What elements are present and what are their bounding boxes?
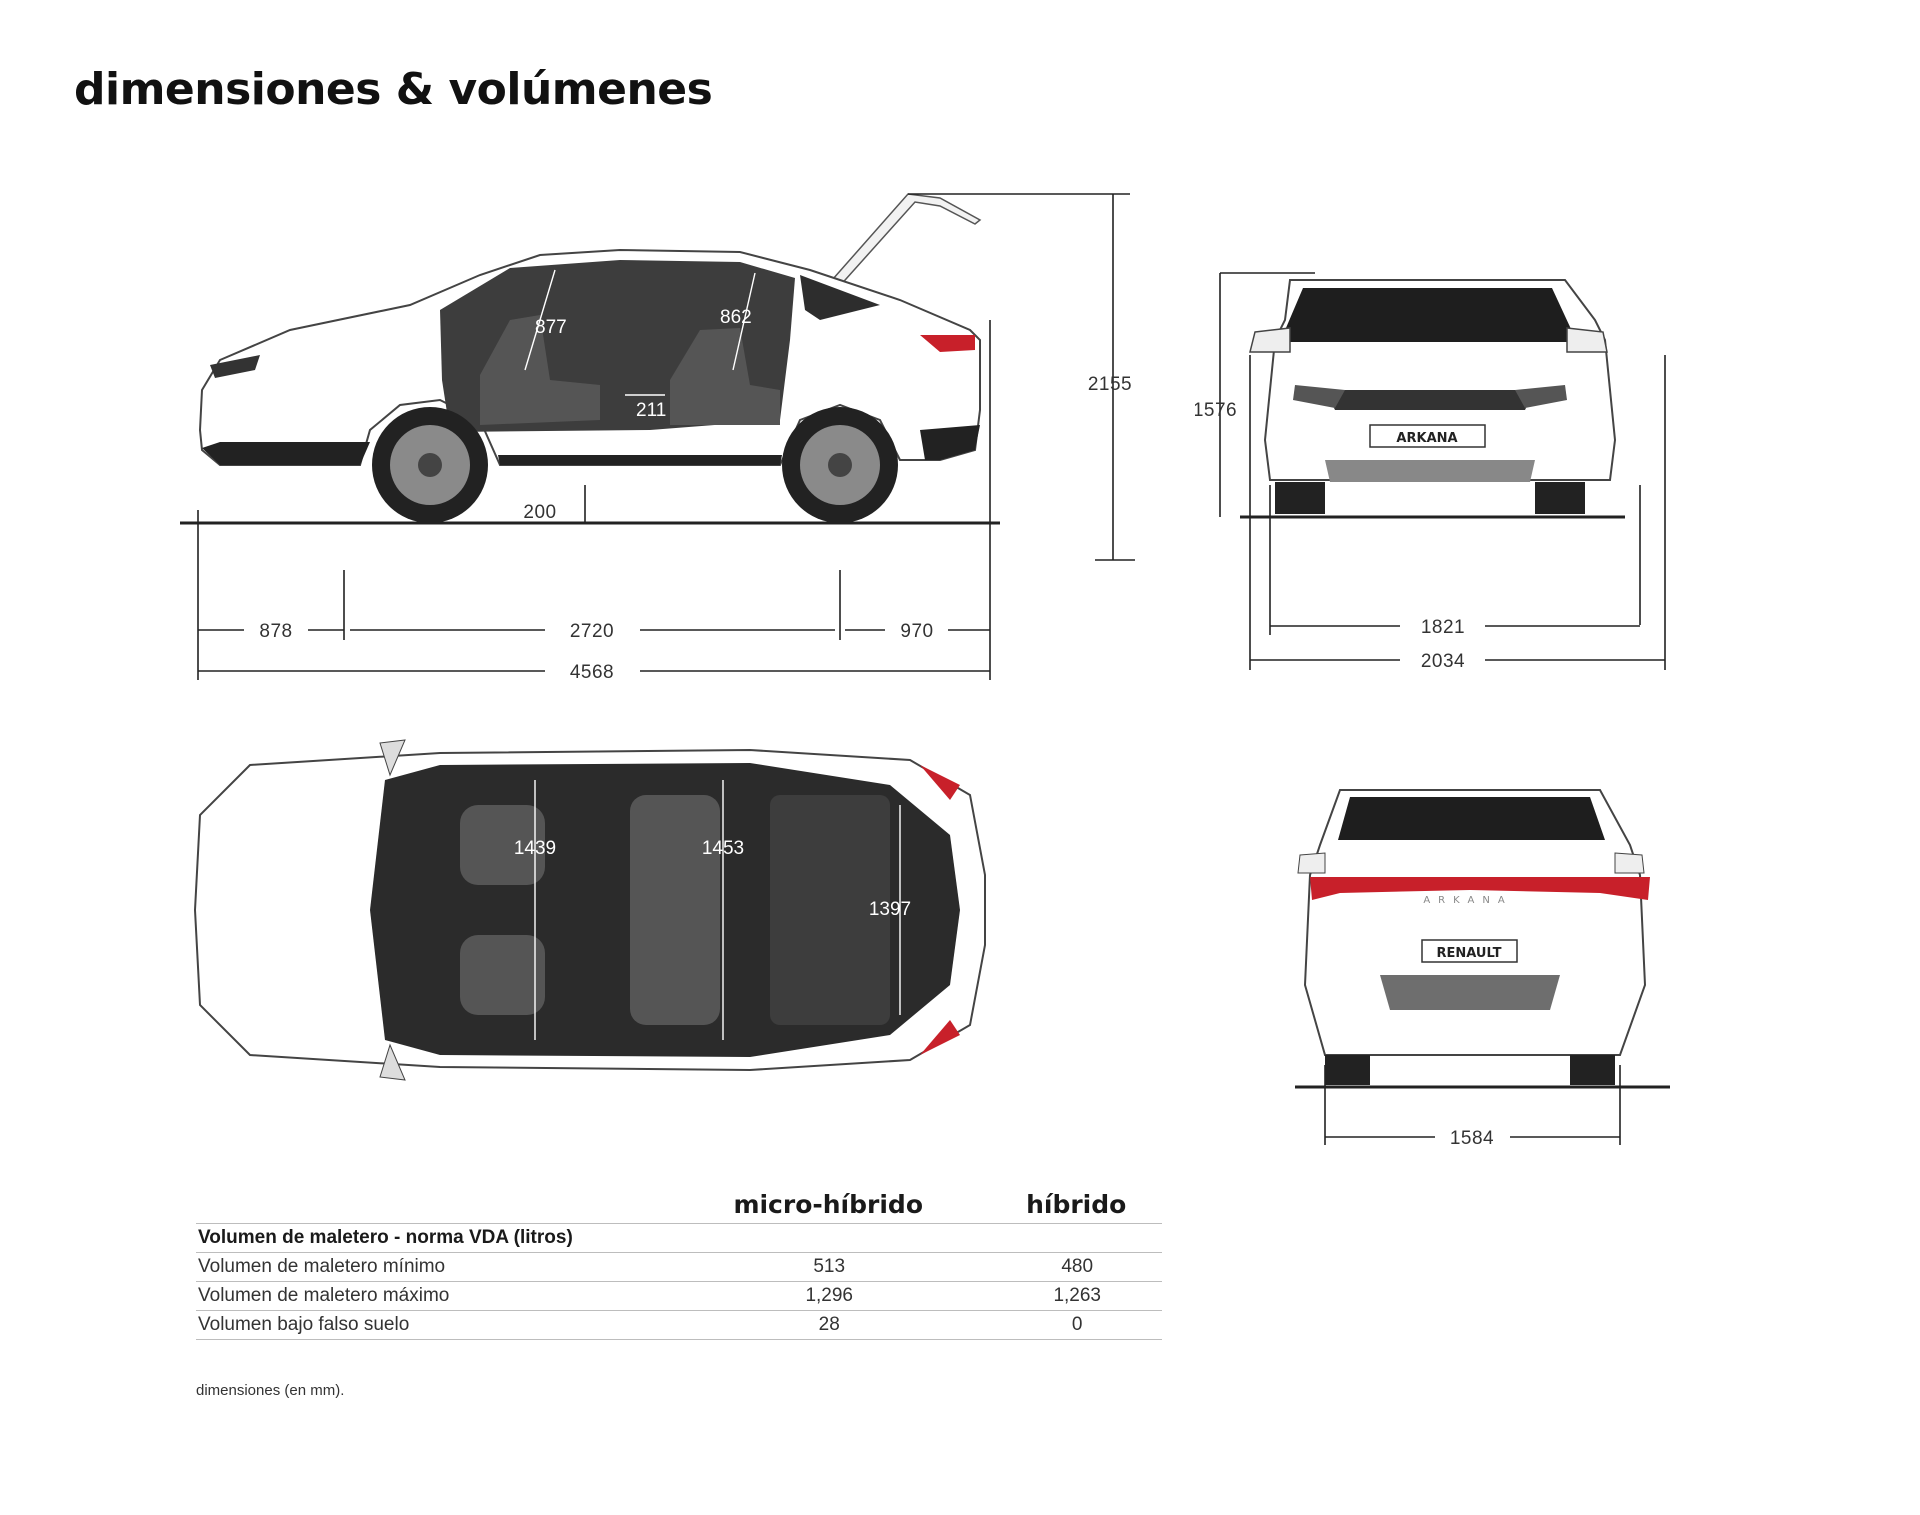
- cell-micro-hybrid: 1,296: [666, 1281, 991, 1311]
- rear-bench-top: [630, 795, 720, 1025]
- width-with-mirrors-label: 2034: [1421, 651, 1465, 672]
- column-header-hybrid: híbrido: [1026, 1190, 1127, 1219]
- rear-left-tire: [1325, 1055, 1370, 1085]
- front-seats-top: [460, 805, 545, 1015]
- cell-hybrid: 0: [990, 1310, 1162, 1340]
- front-badge: ARKANA: [1396, 431, 1457, 446]
- rear-left-mirror: [1297, 852, 1326, 874]
- rear-model-lettering: ARKANA: [1423, 895, 1512, 906]
- top-view-figure: 1439 1453 1397: [190, 725, 1010, 1095]
- cell-micro-hybrid: 28: [666, 1310, 991, 1340]
- rear-plate: [1421, 939, 1518, 963]
- trunk-area: [770, 795, 890, 1025]
- right-mirror: [1566, 327, 1608, 353]
- rear-headroom-arrow: [732, 272, 756, 371]
- side-view-figure: 877 862 211 200 2155 878 2720 970 4568: [180, 180, 1180, 700]
- front-seat: [480, 315, 600, 425]
- right-tire: [1535, 482, 1585, 514]
- side-view-drawing: 877 862 211 200 2155 878 2720 970 4568: [180, 193, 1135, 683]
- tail-light-top-right: [920, 1020, 960, 1055]
- group-label: Volumen de maletero - norma VDA (litros): [196, 1223, 1162, 1253]
- width-no-mirrors-label: 1821: [1421, 617, 1465, 638]
- rear-light-bar: [1310, 877, 1650, 900]
- rear-headroom-label: 862: [720, 307, 752, 328]
- ground-clearance-label: 200: [523, 502, 556, 523]
- left-mirror-top: [379, 739, 406, 777]
- rear-badge: RENAULT: [1437, 946, 1502, 961]
- table-header-empty: [196, 1190, 666, 1224]
- row-label: Volumen de maletero máximo: [196, 1281, 666, 1311]
- rear-seat: [670, 328, 780, 425]
- rear-right-mirror: [1614, 852, 1645, 874]
- windshield: [1280, 288, 1577, 342]
- column-header-micro-hybrid: micro-híbrido: [733, 1190, 923, 1219]
- cell-micro-hybrid: 513: [666, 1252, 991, 1282]
- overall-length-label: 4568: [570, 662, 614, 683]
- front-grille: [1325, 390, 1535, 410]
- tailgate-height-label: 2155: [1088, 374, 1132, 395]
- rear-track-label: 1584: [1450, 1128, 1494, 1149]
- left-mirror: [1249, 327, 1291, 353]
- plate: [1369, 424, 1486, 448]
- cell-hybrid: 1,263: [990, 1281, 1162, 1311]
- front-elbow-label: 1439: [514, 838, 556, 859]
- right-mirror-top: [379, 1043, 406, 1081]
- front-bumper-cladding: [202, 442, 370, 465]
- top-view-drawing: 1439 1453 1397: [193, 739, 986, 1081]
- table-row: Volumen bajo falso suelo 28 0: [196, 1310, 1162, 1340]
- rear-right-tire: [1570, 1055, 1615, 1085]
- skid-plate: [1325, 460, 1535, 482]
- rear-bumper-cladding: [920, 425, 980, 460]
- wheelbase-label: 2720: [570, 621, 614, 642]
- volumes-table: micro-híbrido híbrido Volumen de maleter…: [196, 1190, 1162, 1340]
- rear-quarter-window: [800, 275, 880, 320]
- tail-light-top-left: [920, 765, 960, 800]
- headlight: [210, 355, 260, 378]
- rear-diffuser: [1380, 975, 1560, 1010]
- table-header-row: micro-híbrido híbrido: [196, 1190, 1162, 1224]
- front-view-drawing: ARKANA 1576 1821 2034: [1195, 272, 1666, 672]
- front-view-figure: ARKANA 1576 1821 2034: [1195, 260, 1695, 680]
- front-wheel: [372, 407, 488, 523]
- row-label: Volumen de maletero mínimo: [196, 1252, 666, 1282]
- kneeroom-label: 211: [636, 400, 666, 421]
- cell-hybrid: 480: [990, 1252, 1162, 1282]
- front-headroom-label: 877: [535, 317, 567, 338]
- footnote: dimensiones (en mm).: [196, 1382, 345, 1399]
- rear-view-drawing: ARKANA RENAULT 1584: [1295, 789, 1670, 1149]
- left-headlight: [1293, 385, 1345, 408]
- front-headroom-arrow: [524, 269, 556, 371]
- table-group-row: Volumen de maletero - norma VDA (litros): [196, 1223, 1162, 1253]
- left-tire: [1275, 482, 1325, 514]
- row-label: Volumen bajo falso suelo: [196, 1310, 666, 1340]
- rear-elbow-label: 1453: [702, 838, 744, 859]
- table-row: Volumen de maletero máximo 1,296 1,263: [196, 1281, 1162, 1311]
- rear-wheel: [782, 407, 898, 523]
- table-row: Volumen de maletero mínimo 513 480: [196, 1252, 1162, 1282]
- rear-view-figure: ARKANA RENAULT 1584: [1270, 765, 1690, 1165]
- trunk-width-label: 1397: [869, 899, 911, 920]
- rear-overhang-label: 970: [900, 621, 933, 642]
- tail-light: [920, 335, 975, 352]
- sill-cladding: [498, 455, 782, 465]
- front-height-label: 1576: [1195, 400, 1237, 421]
- rear-window: [1338, 797, 1605, 840]
- front-overhang-label: 878: [259, 621, 292, 642]
- right-headlight: [1515, 385, 1567, 408]
- page-title: dimensiones & volúmenes: [74, 64, 713, 115]
